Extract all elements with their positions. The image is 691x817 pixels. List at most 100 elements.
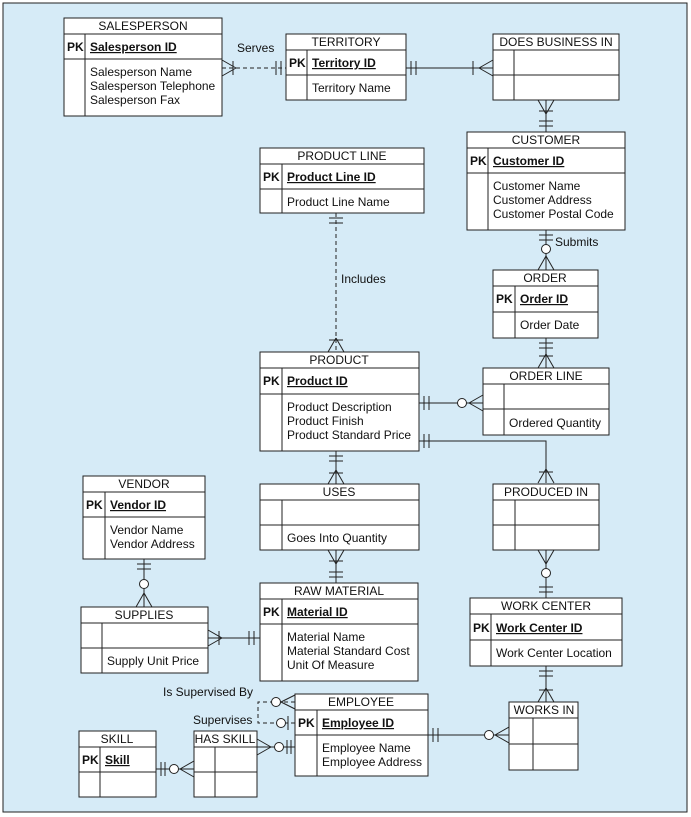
attribute: Product Standard Price [287,428,411,442]
line-product-orderline [419,394,484,412]
line-customer-order [537,230,555,271]
rel-includes-label: Includes [341,272,386,286]
pk-label: PK [263,605,280,619]
entity-title: TERRITORY [312,35,381,49]
entity-vendor[interactable]: VENDOR PK Vendor ID Vendor Name Vendor A… [82,475,206,560]
line-product-producedin [419,434,555,484]
entity-territory[interactable]: TERRITORY PK Territory ID Territory Name [285,33,407,101]
attribute: Material Name [287,630,365,644]
attribute: Salesperson Fax [90,93,180,107]
entity-skill[interactable]: SKILL PK Skill [78,730,157,798]
entity-title: ORDER LINE [509,369,582,383]
entity-title: SKILL [101,732,134,746]
entity-title: SUPPLIES [115,608,174,622]
attribute: Unit Of Measure [287,658,375,672]
entity-title: WORK CENTER [501,599,591,613]
entity-order-line[interactable]: ORDER LINE Ordered Quantity [482,367,610,436]
entity-title: PRODUCT [309,353,369,367]
entity-title: VENDOR [118,477,170,491]
attribute: Customer Address [493,193,592,207]
entity-does-business-in[interactable]: DOES BUSINESS IN [492,33,620,101]
entity-title: PRODUCT LINE [297,149,386,163]
pk-label: PK [496,292,513,306]
entity-title: ORDER [523,271,567,285]
pk-attribute: Product Line ID [287,170,376,184]
attribute: Material Standard Cost [287,644,410,658]
entity-product-line[interactable]: PRODUCT LINE PK Product Line ID Product … [259,147,425,214]
line-doesbusiness-customer [537,99,555,132]
pk-attribute: Territory ID [312,56,376,70]
pk-label: PK [263,374,280,388]
rel-serves-label: Serves [237,41,274,55]
line-order-orderline [537,338,555,369]
attribute: Ordered Quantity [509,416,601,430]
line-vendor-supplies [135,559,153,608]
pk-label: PK [82,753,99,767]
entity-title: HAS SKILL [195,732,256,746]
entity-title: SALESPERSON [98,19,187,33]
pk-label: PK [263,170,280,184]
line-skill-hasskill [156,760,195,778]
entity-work-center[interactable]: WORK CENTER PK Work Center ID Work Cente… [469,597,623,667]
entity-uses[interactable]: USES Goes Into Quantity [259,483,420,551]
rel-is-supervised-by-label: Is Supervised By [163,685,253,699]
attribute: Customer Postal Code [493,207,614,221]
attribute: Work Center Location [496,646,612,660]
entity-supplies[interactable]: SUPPLIES Supply Unit Price [80,606,209,674]
entity-title: PRODUCED IN [504,485,588,499]
rel-supervises-label: Supervises [193,713,252,727]
attribute: Territory Name [312,81,391,95]
attribute: Salesperson Telephone [90,79,216,93]
attribute: Vendor Address [110,537,195,551]
attribute: Supply Unit Price [107,654,199,668]
entity-title: EMPLOYEE [328,695,394,709]
attribute: Salesperson Name [90,65,192,79]
attribute: Customer Name [493,179,581,193]
entity-order[interactable]: ORDER PK Order ID Order Date [492,269,599,339]
attribute: Product Description [287,400,392,414]
line-employee-hasskill [256,738,295,756]
line-employee-worksin [428,726,510,744]
line-territory-doesbusiness [406,59,494,77]
entity-title: RAW MATERIAL [294,584,384,598]
line-supplies-rawmaterial [207,629,260,647]
pk-label: PK [473,621,490,635]
pk-label: PK [86,498,103,512]
entity-title: DOES BUSINESS IN [499,35,612,49]
pk-attribute: Vendor ID [110,498,166,512]
entity-produced-in[interactable]: PRODUCED IN [492,483,600,551]
attribute: Vendor Name [110,523,184,537]
pk-label: PK [67,40,84,54]
line-workcenter-worksin [537,666,555,703]
entity-works-in[interactable]: WORKS IN [508,701,579,771]
entity-raw-material[interactable]: RAW MATERIAL PK Material ID Material Nam… [259,582,419,682]
attribute: Goes Into Quantity [287,531,387,545]
line-salesperson-territory [221,59,286,77]
pk-label: PK [289,56,306,70]
rel-submits-label: Submits [555,235,598,249]
entity-customer[interactable]: CUSTOMER PK Customer ID Customer Name Cu… [466,131,626,231]
line-employee-supervision [257,694,296,730]
entity-salesperson[interactable]: SALESPERSON PK Salesperson ID Salesperso… [63,17,223,117]
pk-attribute: Product ID [287,374,348,388]
pk-attribute: Order ID [520,292,568,306]
pk-attribute: Skill [105,753,130,767]
pk-attribute: Material ID [287,605,348,619]
entity-has-skill[interactable]: HAS SKILL [193,730,258,798]
pk-attribute: Salesperson ID [90,40,177,54]
attribute: Product Line Name [287,195,390,209]
line-productline-product [327,213,345,353]
entity-product[interactable]: PRODUCT PK Product ID Product Descriptio… [259,351,420,452]
pk-attribute: Customer ID [493,154,565,168]
pk-label: PK [298,716,315,730]
line-product-uses [327,451,345,485]
line-uses-rawmaterial [327,549,345,583]
attribute: Order Date [520,318,580,332]
entity-title: WORKS IN [514,703,575,717]
relationship-lines [135,59,555,778]
entity-title: USES [323,485,356,499]
pk-label: PK [470,154,487,168]
entity-employee[interactable]: EMPLOYEE PK Employee ID Employee Name Em… [294,693,429,777]
attribute: Employee Name [322,741,411,755]
attribute: Product Finish [287,414,364,428]
